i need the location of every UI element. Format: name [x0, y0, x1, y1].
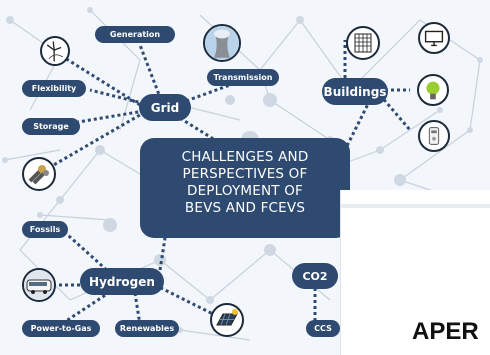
panel-divider — [341, 204, 490, 208]
computer-icon — [418, 22, 450, 54]
node-transmission: Transmission — [207, 69, 279, 86]
light-bulb-icon — [417, 74, 449, 106]
central-title-line4: BEVS AND FCEVS — [184, 200, 306, 216]
cables-icon — [22, 157, 56, 191]
node-grid: Grid — [139, 94, 191, 121]
solar-panel-icon — [210, 303, 244, 337]
node-storage: Storage — [22, 118, 80, 135]
central-title: CHALLENGES AND PERSPECTIVES OF DEPLOYMEN… — [140, 138, 350, 238]
overlapping-slide-panel — [340, 190, 490, 355]
bus-icon — [22, 268, 56, 302]
node-power-to-gas: Power-to-Gas — [22, 320, 100, 337]
node-buildings: Buildings — [322, 78, 388, 105]
node-hydrogen: Hydrogen — [80, 268, 164, 295]
node-fossils: Fossils — [22, 221, 68, 238]
central-title-line3: DEPLOYMENT OF — [186, 183, 304, 199]
node-generation: Generation — [95, 26, 175, 43]
central-title-line2: PERSPECTIVES OF — [182, 166, 308, 182]
cooling-tower-icon — [203, 24, 241, 62]
panel-heading-text: APER — [412, 318, 479, 345]
node-flexibility: Flexibility — [22, 80, 86, 97]
node-ccs: CCS — [306, 320, 340, 337]
node-renewables: Renewables — [115, 320, 179, 337]
building-grid-icon — [346, 26, 380, 60]
central-title-line1: CHALLENGES AND — [181, 149, 309, 165]
wind-turbine-icon — [40, 36, 70, 66]
thermostat-icon — [418, 120, 450, 152]
node-co2: CO2 — [292, 263, 338, 289]
